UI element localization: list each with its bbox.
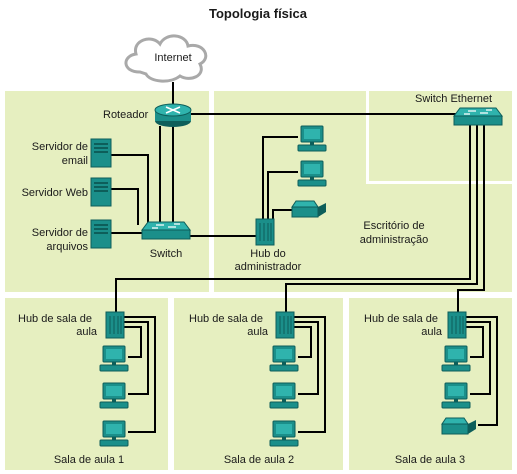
server-icon xyxy=(90,177,112,207)
cloud-icon xyxy=(124,34,208,83)
router-icon xyxy=(154,103,192,127)
pc-icon xyxy=(269,345,299,372)
hub-icon xyxy=(255,218,275,246)
classroom-3-label: Sala de aula 3 xyxy=(395,454,465,466)
pc-icon xyxy=(441,345,471,372)
admin-hub-label-line1: Hub do xyxy=(250,248,285,260)
email-server-label-line1: Servidor de xyxy=(32,141,88,153)
classroom-1-hub-label-line2: aula xyxy=(76,326,98,338)
classroom-3-hub-label-line2: aula xyxy=(421,326,443,338)
pc-icon xyxy=(99,345,129,372)
zone-classroom-2 xyxy=(174,298,343,470)
admin-office-label-line1: Escritório de xyxy=(363,220,424,232)
classroom-1-hub-label-line1: Hub de sala de xyxy=(18,313,92,325)
web-server-label: Servidor Web xyxy=(22,187,88,199)
diagram-title: Topologia física xyxy=(209,6,308,21)
admin-office-label-line2: administração xyxy=(360,234,428,246)
server-icon xyxy=(90,219,112,249)
hub-icon xyxy=(105,311,125,339)
ethernet-switch-label: Switch Ethernet xyxy=(415,93,492,105)
pc-icon xyxy=(99,382,129,409)
switch-icon xyxy=(453,107,503,126)
admin-hub-label-line2: administrador xyxy=(235,261,302,273)
zone-classroom-3 xyxy=(349,298,512,470)
switch-icon xyxy=(141,221,191,240)
classroom-3-hub-label-line1: Hub de sala de xyxy=(364,313,438,325)
zone-ethernet-switch-inner xyxy=(369,91,512,181)
internet-label: Internet xyxy=(154,52,191,64)
file-server-label-line1: Servidor de xyxy=(32,227,88,239)
pc-icon xyxy=(297,160,327,187)
router-label: Roteador xyxy=(103,109,149,121)
pc-icon xyxy=(269,420,299,447)
classroom-1-label: Sala de aula 1 xyxy=(54,454,124,466)
classroom-2-hub-label-line1: Hub de sala de xyxy=(189,313,263,325)
pc-icon xyxy=(269,382,299,409)
cabling xyxy=(110,82,498,433)
switch-label: Switch xyxy=(150,248,182,260)
pc-icon xyxy=(99,420,129,447)
classroom-2-hub-label-line2: aula xyxy=(247,326,269,338)
server-icon xyxy=(90,138,112,168)
email-server-label-line2: email xyxy=(62,155,88,167)
file-server-label-line2: arquivos xyxy=(46,241,88,253)
hub-icon xyxy=(275,311,295,339)
hub-icon xyxy=(447,311,467,339)
classroom-2-label: Sala de aula 2 xyxy=(224,454,294,466)
pc-icon xyxy=(441,382,471,409)
pc-icon xyxy=(297,125,327,152)
